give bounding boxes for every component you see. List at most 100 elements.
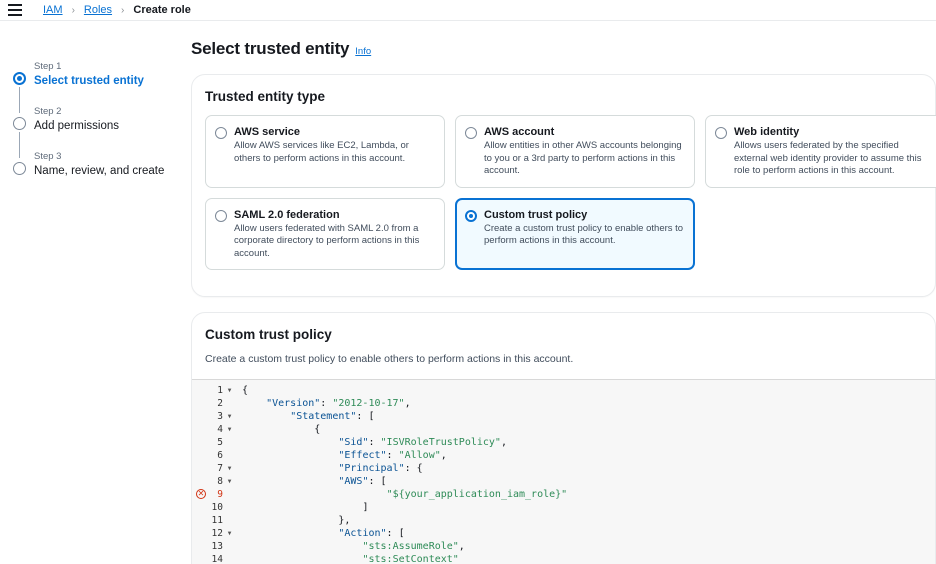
trusted-entity-option-aws-service[interactable]: AWS service Allow AWS services like EC2,… — [205, 115, 445, 188]
step-kicker: Step 3 — [34, 151, 62, 162]
step-text: Step 2 Add permissions — [34, 102, 119, 134]
fold-toggle-icon[interactable]: ▼ — [227, 413, 232, 420]
wizard-step-add-permissions[interactable]: Step 2 Add permissions — [10, 102, 191, 158]
code-line[interactable]: 10▼ ] — [192, 501, 935, 514]
line-gutter: ✕ 9▼ — [192, 488, 236, 501]
main-content: Select trusted entity Info Trusted entit… — [191, 21, 936, 564]
code-line[interactable]: 1▼{ — [192, 384, 935, 397]
fold-spacer: ▼ — [226, 501, 233, 514]
fold-toggle-icon[interactable]: ▼ — [227, 387, 232, 394]
fold-spacer: ▼ — [226, 553, 233, 564]
line-gutter: 1▼ — [192, 384, 236, 397]
line-gutter: 10▼ — [192, 501, 236, 514]
breadcrumb-item-roles[interactable]: Roles — [83, 4, 113, 16]
page-title: Select trusted entity — [191, 39, 350, 58]
fold-toggle-icon[interactable]: ▼ — [227, 426, 232, 433]
step-radio-icon — [13, 117, 26, 130]
fold-toggle-icon[interactable]: ▼ — [227, 530, 232, 537]
breadcrumb-separator-icon: › — [71, 4, 75, 16]
trusted-entity-option-custom-trust-policy[interactable]: Custom trust policy Create a custom trus… — [455, 197, 695, 270]
radio-icon-selected[interactable] — [465, 209, 477, 222]
fold-toggle-icon[interactable]: ▼ — [227, 465, 232, 472]
custom-trust-policy-title: Custom trust policy — [205, 327, 332, 342]
line-gutter: 13▼ — [192, 540, 236, 553]
code-line[interactable]: 7▼ "Principal": { — [192, 462, 935, 475]
code-text: "Sid": "ISVRoleTrustPolicy", — [338, 437, 507, 448]
radio-icon[interactable] — [465, 127, 477, 139]
step-kicker: Step 1 — [34, 61, 62, 72]
option-name: AWS service — [234, 126, 301, 138]
page-shell: Step 1 Select trusted entity Step 2 Add … — [0, 21, 936, 564]
fold-toggle-icon[interactable]: ▼ — [227, 478, 232, 485]
page-header: Select trusted entity Info — [191, 39, 936, 59]
step-text: Step 1 Select trusted entity — [34, 57, 144, 89]
fold-spacer: ▼ — [226, 488, 233, 501]
custom-trust-policy-description: Create a custom trust policy to enable o… — [205, 353, 574, 365]
line-number: 12 — [211, 528, 223, 539]
code-line[interactable]: 8▼ "AWS": [ — [192, 475, 935, 488]
info-link[interactable]: Info — [355, 46, 372, 57]
line-number: 5 — [217, 437, 223, 448]
trusted-entity-type-title: Trusted entity type — [205, 89, 326, 104]
option-description: Allow entities in other AWS accounts bel… — [484, 140, 682, 176]
code-line[interactable]: 11▼ }, — [192, 514, 935, 527]
step-label: Select trusted entity — [34, 75, 144, 87]
line-number: 11 — [211, 515, 223, 526]
line-number: 6 — [217, 450, 223, 461]
option-name: Web identity — [734, 126, 800, 138]
radio-icon[interactable] — [215, 127, 227, 139]
code-line[interactable]: ✕9▼ "${your_application_iam_role}" — [192, 488, 935, 501]
line-number: 2 — [217, 398, 223, 409]
line-gutter: 14▼ — [192, 553, 236, 564]
trusted-entity-type-card: Trusted entity type AWS service Allow AW… — [191, 74, 936, 297]
option-name: AWS account — [484, 126, 555, 138]
code-line[interactable]: 12▼ "Action": [ — [192, 527, 935, 540]
code-line[interactable]: 3▼ "Statement": [ — [192, 410, 935, 423]
step-radio-icon — [13, 162, 26, 175]
line-number: 4 — [217, 424, 223, 435]
custom-trust-policy-card: Custom trust policy Create a custom trus… — [191, 312, 936, 564]
step-marker — [10, 147, 34, 179]
option-description: Allow users federated with SAML 2.0 from… — [234, 222, 420, 259]
hamburger-icon[interactable] — [8, 4, 22, 16]
fold-spacer: ▼ — [226, 397, 233, 410]
trusted-entity-option-web-identity[interactable]: Web identity Allows users federated by t… — [705, 115, 936, 188]
option-description: Allow AWS services like EC2, Lambda, or … — [234, 140, 409, 164]
step-label: Add permissions — [34, 120, 120, 132]
error-icon: ✕ — [196, 489, 206, 499]
line-number: 9 — [217, 489, 223, 500]
code-line[interactable]: 14▼ "sts:SetContext" — [192, 553, 935, 564]
step-connector — [19, 87, 20, 113]
trusted-entity-type-row-2: SAML 2.0 federation Allow users federate… — [205, 197, 920, 270]
radio-icon[interactable] — [215, 209, 227, 222]
code-line[interactable]: 2▼ "Version": "2012-10-17", — [192, 397, 935, 410]
code-line[interactable]: 13▼ "sts:AssumeRole", — [192, 540, 935, 553]
trusted-entity-option-aws-account[interactable]: AWS account Allow entities in other AWS … — [455, 115, 695, 188]
option-name: Custom trust policy — [484, 208, 588, 221]
breadcrumb-item-iam[interactable]: IAM — [43, 4, 63, 16]
fold-spacer: ▼ — [226, 514, 233, 527]
line-gutter: 3▼ — [192, 410, 236, 423]
option-name: SAML 2.0 federation — [234, 208, 340, 221]
line-number: 14 — [211, 554, 223, 564]
code-text: "Version": "2012-10-17", — [266, 398, 411, 409]
step-label: Name, review, and create — [34, 165, 165, 177]
code-text: { — [314, 424, 321, 435]
line-gutter: 11▼ — [192, 514, 236, 527]
code-line[interactable]: 4 ▼ { — [192, 423, 935, 436]
code-text: "sts:AssumeRole", — [362, 541, 465, 552]
code-text: "sts:SetContext" — [362, 554, 459, 564]
line-number: 10 — [211, 502, 223, 513]
radio-icon[interactable] — [715, 127, 727, 139]
code-text: "AWS": [ — [338, 476, 387, 487]
trusted-entity-option-saml-federation[interactable]: SAML 2.0 federation Allow users federate… — [205, 197, 445, 270]
line-gutter: 8▼ — [192, 475, 236, 488]
step-radio-icon — [13, 72, 26, 85]
option-description: Allows users federated by the specified … — [734, 140, 922, 176]
policy-editor-code[interactable]: 1▼{2▼ "Version": "2012-10-17",3▼ "Statem… — [192, 380, 935, 564]
wizard-step-select-trusted-entity[interactable]: Step 1 Select trusted entity — [10, 57, 191, 113]
code-line[interactable]: 5▼ "Sid": "ISVRoleTrustPolicy", — [192, 436, 935, 449]
code-line[interactable]: 6▼ "Effect": "Allow", — [192, 449, 935, 462]
wizard-step-name-review-create[interactable]: Step 3 Name, review, and create — [10, 147, 191, 179]
policy-editor[interactable]: 1▼{2▼ "Version": "2012-10-17",3▼ "Statem… — [192, 379, 935, 564]
